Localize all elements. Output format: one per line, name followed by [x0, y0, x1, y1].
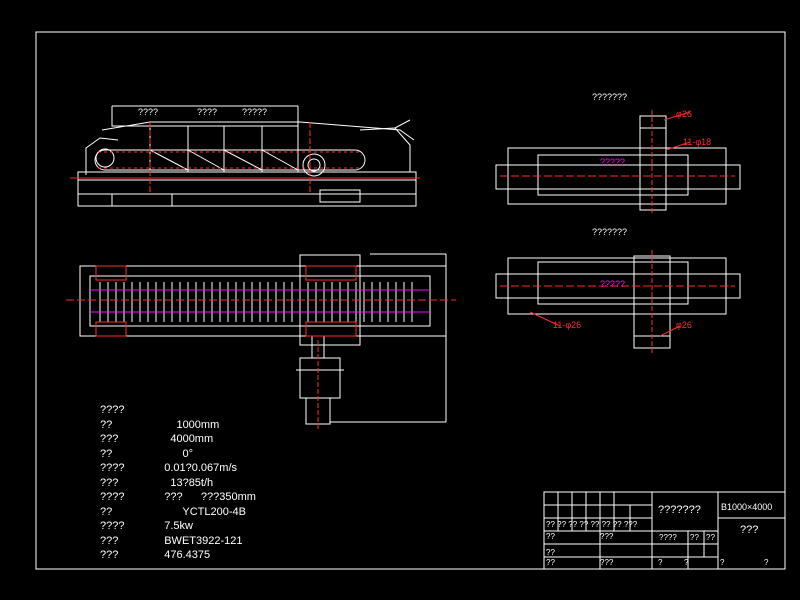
spec-row: ???? 0.01?0.067m/s	[100, 461, 256, 476]
outer-frame	[35, 31, 786, 570]
spec-row: ??? BWET3922-121	[100, 534, 256, 549]
section-b-title: ???????	[592, 227, 628, 237]
spec-key: ????	[100, 462, 125, 474]
spec-value: 4000mm	[152, 433, 214, 445]
title-block-scale-1: ????	[659, 533, 677, 542]
dim-phi26-a: φ26	[676, 109, 692, 119]
spec-list: ???? ?? 1000mm ??? 4000mm ?? 0° ???? 0.0…	[100, 403, 256, 563]
plan-view-red-marks	[66, 265, 456, 430]
spec-row: ??? 13?85t/h	[100, 476, 256, 491]
spec-key: ??	[100, 447, 113, 460]
spec-row: ??? 4000mm	[100, 432, 256, 447]
spec-key: ???	[100, 476, 119, 489]
spec-value: 7.5kw	[152, 520, 193, 532]
title-block-company: ???	[740, 524, 759, 536]
title-block-row-b-left: ??	[546, 532, 555, 541]
dim-phi26-b: 11-φ26	[553, 320, 582, 330]
section-b-view	[495, 255, 741, 349]
spec-value: 0°	[152, 447, 194, 460]
spec-key: ???	[100, 433, 119, 445]
side-elevation-drive	[95, 148, 326, 177]
plan-view-magenta	[90, 289, 430, 313]
title-block-row-c-left: ??	[546, 548, 555, 557]
side-label-3: ?????	[242, 107, 268, 117]
spec-row: ?? 1000mm	[100, 418, 256, 433]
spec-key: ????	[100, 491, 125, 503]
spec-value: 0.01?0.067m/s	[152, 462, 237, 474]
title-block-bottom-4: ?	[764, 558, 769, 567]
spec-value: BWET3922-121	[152, 534, 243, 547]
title-block-drawing-name: ???????	[658, 504, 701, 516]
side-label-2: ????	[197, 107, 218, 117]
spec-key: ????	[100, 404, 125, 416]
plan-view-slats	[99, 282, 413, 322]
spec-value: YCTL200-4B	[152, 505, 246, 518]
spec-key: ???	[100, 534, 119, 547]
section-b-center-label: ?????	[600, 279, 626, 289]
title-block-bottom-3: ?	[720, 558, 725, 567]
title-block-model: B1000×4000	[721, 502, 773, 512]
title-block-row-d-left: ??	[546, 558, 555, 567]
spec-value: ??? ???350mm	[152, 491, 256, 503]
spec-key: ???	[100, 549, 119, 561]
spec-value: 476.4375	[152, 549, 211, 561]
dim-phi18: 11-φ18	[683, 137, 712, 147]
side-elevation-view	[77, 105, 417, 207]
spec-key: ??	[100, 505, 113, 518]
section-a-center-label: ?????	[600, 157, 626, 167]
title-block-row-a: ?? ?? ?? ?? ?? ?? ?? ???	[546, 520, 638, 529]
spec-row: ?? YCTL200-4B	[100, 505, 256, 520]
title-block-bottom-2: ?	[684, 558, 689, 567]
spec-value: 1000mm	[152, 418, 220, 431]
plan-view	[79, 253, 447, 425]
side-label-1: ????	[138, 107, 159, 117]
title-block-scale-2: ??	[690, 533, 699, 542]
spec-key: ????	[100, 520, 125, 532]
dim-phi26-c: φ26	[676, 320, 692, 330]
spec-row: ????	[100, 403, 256, 418]
side-elevation-red-chain	[70, 122, 420, 195]
title-block-row-d-mid: ???	[600, 558, 614, 567]
spec-row: ?? 0°	[100, 447, 256, 462]
title-block-bottom-1: ?	[658, 558, 663, 567]
spec-key: ??	[100, 418, 113, 431]
title-block-row-b-mid: ???	[600, 532, 614, 541]
section-b-red	[500, 250, 735, 355]
section-a-red	[500, 110, 735, 215]
spec-row: ???? ??? ???350mm	[100, 490, 256, 505]
spec-row: ???? 7.5kw	[100, 519, 256, 534]
spec-value: 13?85t/h	[152, 476, 214, 489]
section-a-title: ???????	[592, 92, 628, 102]
title-block-scale-3: ??	[706, 533, 715, 542]
spec-row: ??? 476.4375	[100, 548, 256, 563]
title-block	[543, 491, 786, 570]
